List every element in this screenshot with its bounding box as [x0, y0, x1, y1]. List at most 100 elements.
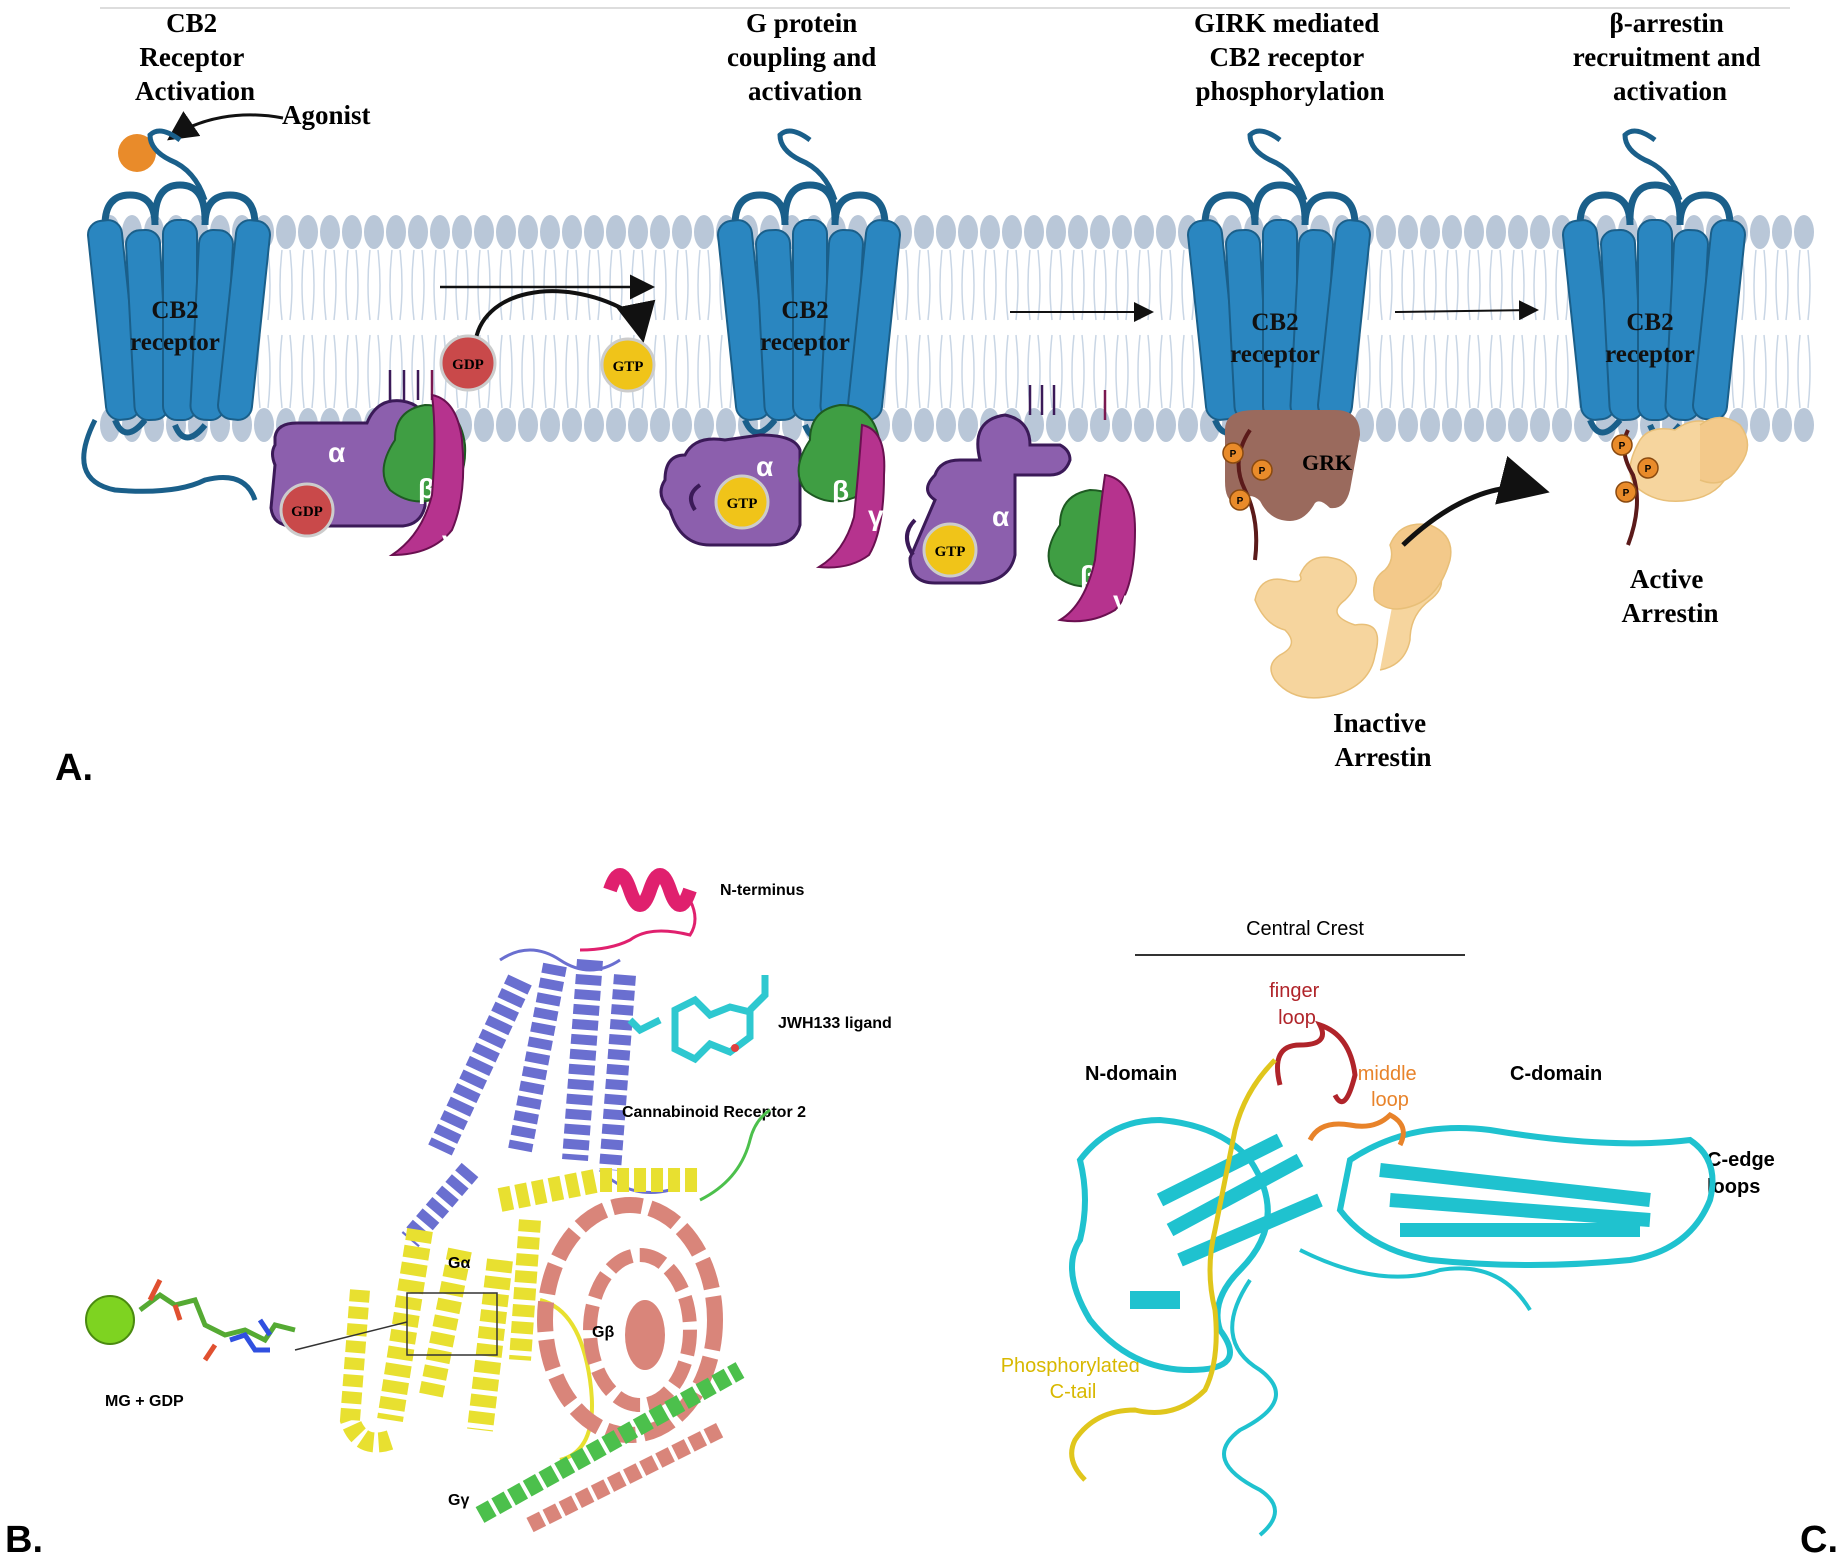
mg-gdp-molecule [85, 1278, 296, 1362]
panel-c: Central Crest finger loop middle loop N-… [1001, 918, 1838, 1561]
gdp-site-pointer [294, 1321, 408, 1351]
lipid-tail [1401, 334, 1415, 409]
lipid-tail [1467, 249, 1481, 321]
lipid-tail [1511, 334, 1525, 409]
lipid-tail [1115, 334, 1129, 409]
lipid-head [342, 215, 362, 249]
lipid-tail [565, 249, 579, 321]
lipid-tail [1401, 249, 1415, 321]
lipid-head [958, 408, 978, 442]
svg-text:γ: γ [1113, 585, 1129, 616]
lipid-tail [301, 249, 315, 321]
phosphorylated-c-tail [1069, 1058, 1277, 1482]
n-terminus-label: N-terminus [720, 882, 805, 899]
lipid-head [364, 215, 384, 249]
lipid-head [320, 215, 340, 249]
lipid-head [936, 215, 956, 249]
lipid-head [540, 215, 560, 249]
mg-gdp-label: MG + GDP [105, 1393, 184, 1410]
lipid-head [1486, 408, 1506, 442]
lipid-head [518, 215, 538, 249]
lipid-tail [1423, 249, 1437, 321]
lipid-head [606, 215, 626, 249]
lipid-head [1090, 215, 1110, 249]
lipid-head [1486, 215, 1506, 249]
lipid-tail [1445, 249, 1459, 321]
lipid-tail [587, 249, 601, 321]
lipid-tail [895, 334, 909, 409]
inactive-arrestin [1254, 523, 1452, 699]
lipid-tail [1115, 249, 1129, 321]
svg-text:GRK: GRK [1302, 450, 1352, 475]
lipid-tail [367, 249, 381, 321]
lipid-head [1398, 215, 1418, 249]
lipid-head [1178, 408, 1198, 442]
lipid-head [672, 408, 692, 442]
panel-b-label: B. [5, 1519, 43, 1561]
svg-text:GDP: GDP [291, 504, 323, 520]
lipid-head [1112, 408, 1132, 442]
lipid-head [1772, 215, 1792, 249]
lipid-tail [675, 334, 689, 409]
lipid-tail [521, 249, 535, 321]
c-edge-label: C-edge loops [1707, 1149, 1780, 1198]
lipid-tail [345, 334, 359, 409]
lipid-head [1772, 408, 1792, 442]
lipid-head [276, 215, 296, 249]
lipid-head [1794, 408, 1814, 442]
lipid-tail [455, 249, 469, 321]
g-gamma-label: Gγ [448, 1492, 469, 1509]
agonist-arrow [167, 111, 284, 141]
lipid-tail [983, 249, 997, 321]
lipid-head [1134, 215, 1154, 249]
middle-loop-label: middle loop [1358, 1063, 1422, 1111]
lipid-tail [1797, 334, 1811, 409]
svg-text:GDP: GDP [452, 357, 484, 373]
lipid-tail [1379, 334, 1393, 409]
lipid-tail [257, 334, 271, 409]
n-domain-label: N-domain [1085, 1063, 1177, 1085]
lipid-tail [389, 249, 403, 321]
lipid-tail [1093, 249, 1107, 321]
lipid-head [584, 408, 604, 442]
lipid-tail [1159, 334, 1173, 409]
gdp-site-box [406, 1292, 498, 1356]
lipid-tail [587, 334, 601, 409]
lipid-tail [1753, 249, 1767, 321]
lipid-head [1090, 408, 1110, 442]
lipid-tail [1555, 334, 1569, 409]
lipid-tail [477, 249, 491, 321]
panel-a: CB2 Receptor Activation G protein coupli… [55, 7, 1814, 789]
lipid-tail [411, 334, 425, 409]
lipid-tail [631, 249, 645, 321]
svg-text:γ: γ [442, 525, 458, 556]
lipid-head [562, 408, 582, 442]
lipid-tail [1533, 334, 1547, 409]
recruitment-arrow [1401, 456, 1550, 547]
lipid-head [628, 215, 648, 249]
active-arrestin-label: Active Arrestin [1622, 564, 1719, 628]
lipid-head [914, 408, 934, 442]
lipid-tail [1159, 249, 1173, 321]
g-beta-label: Gβ [592, 1324, 614, 1341]
lipid-tail [1423, 334, 1437, 409]
lipid-tail [697, 334, 711, 409]
lipid-head [518, 408, 538, 442]
g-gamma-helix [475, 1108, 771, 1533]
panel-a-label: A. [55, 747, 93, 789]
lipid-head [562, 215, 582, 249]
ligand-label: JWH133 ligand [778, 1015, 892, 1032]
lipid-tail [1137, 249, 1151, 321]
lipid-tail [917, 249, 931, 321]
lipid-head [650, 215, 670, 249]
lipid-head [1464, 408, 1484, 442]
lipid-head [892, 408, 912, 442]
lipid-head [1420, 215, 1440, 249]
lipid-head [1420, 408, 1440, 442]
gdp-gtp-exchange-arrow [473, 289, 656, 346]
svg-text:GTP: GTP [613, 359, 644, 375]
lipid-head [386, 215, 406, 249]
